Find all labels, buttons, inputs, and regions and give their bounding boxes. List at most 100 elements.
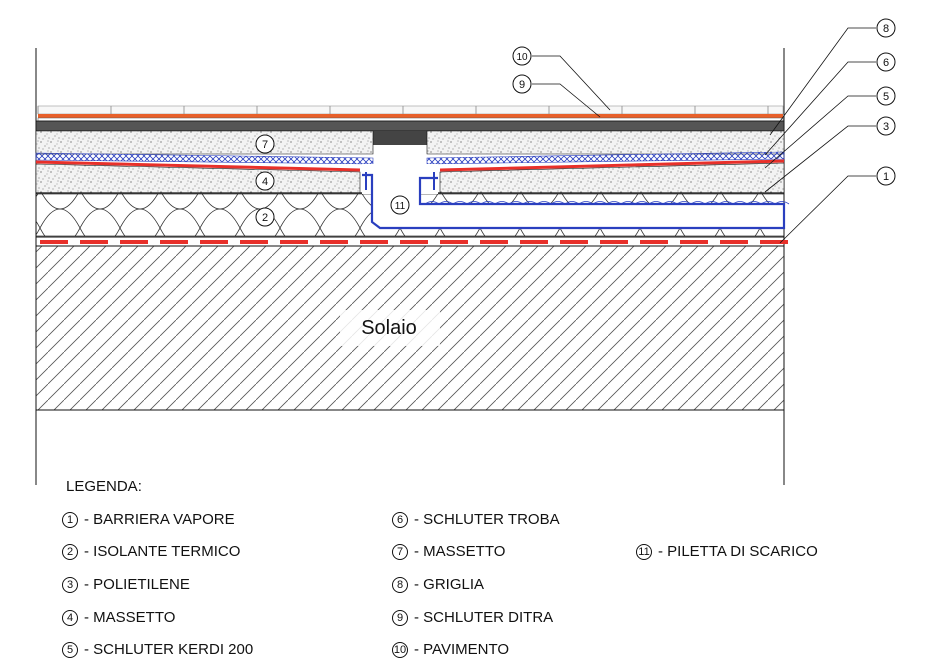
legend-number: 7 (392, 543, 408, 560)
legend-title: LEGENDA: (66, 478, 142, 495)
svg-text:10: 10 (516, 52, 528, 63)
legend-item-1: 1 - BARRIERA VAPORE (62, 511, 235, 528)
svg-text:6: 6 (883, 57, 889, 69)
vapor-barrier-dash (360, 240, 388, 244)
troba-mat (35, 151, 785, 165)
legend-text: - POLIETILENE (84, 576, 190, 593)
vapor-barrier-dash (440, 240, 468, 244)
kerdi-membrane (35, 159, 785, 172)
legend-text: - GRIGLIA (414, 576, 485, 593)
pipe-rib (578, 201, 594, 205)
pipe-rib (676, 201, 692, 205)
vapor-barrier-dash (40, 240, 68, 244)
legend-item-8: 8 - GRIGLIA (392, 576, 484, 593)
legend-text: - SCHLUTER TROBA (414, 511, 560, 528)
legend-number: 9 (392, 609, 408, 626)
vapor-barrier-dash (640, 240, 668, 244)
pipe-rib (746, 201, 762, 205)
callout-3: 3 (876, 116, 896, 136)
vapor-barrier-dash (240, 240, 268, 244)
legend-number: 10 (392, 641, 408, 658)
vapor-barrier-dash (160, 240, 188, 244)
legend-number: 2 (62, 543, 78, 560)
pipe-rib (564, 201, 580, 205)
legend-text: - MASSETTO (84, 609, 176, 626)
callout-2: 2 (255, 207, 275, 227)
callout-11: 11 (390, 195, 410, 215)
callout-1: 1 (876, 166, 896, 186)
callout-8: 8 (876, 18, 896, 38)
leader-lines (532, 27, 876, 244)
callout-9: 9 (512, 74, 532, 94)
callout-10: 10 (512, 46, 532, 66)
vapor-barrier-dash (520, 240, 548, 244)
legend-item-3: 3 - POLIETILENE (62, 576, 190, 593)
pipe-rib (648, 201, 664, 205)
pipe-rib (690, 201, 706, 205)
slab-label: Solaio (361, 317, 417, 339)
vapor-barrier-dash (720, 240, 748, 244)
pipe-rib (606, 201, 622, 205)
pipe-rib (774, 201, 790, 205)
legend-number: 8 (392, 576, 408, 593)
legend-item-7: 7 - MASSETTO (392, 543, 505, 560)
callout-5: 5 (876, 86, 896, 106)
callout-6: 6 (876, 52, 896, 72)
vapor-barrier (36, 236, 788, 247)
drain-grill (373, 131, 427, 145)
pipe-rib (438, 201, 454, 205)
pipe-rib (424, 201, 440, 205)
pipe-rib (718, 201, 734, 205)
callout-4: 4 (255, 171, 275, 191)
legend-number: 11 (636, 543, 652, 560)
legend-item-6: 6 - SCHLUTER TROBA (392, 511, 560, 528)
pipe-rib (494, 201, 510, 205)
lower-screed (35, 162, 785, 194)
vapor-barrier-dash (200, 240, 228, 244)
tile-layer (37, 105, 784, 122)
pipe-rib (508, 201, 524, 205)
legend-text: - MASSETTO (414, 543, 506, 560)
vapor-barrier-dash (480, 240, 508, 244)
vapor-barrier-dash (760, 240, 788, 244)
drain-body (362, 164, 790, 230)
svg-text:3: 3 (883, 121, 889, 133)
svg-text:5: 5 (883, 91, 889, 103)
vapor-barrier-dash (320, 240, 348, 244)
pipe-rib (452, 201, 468, 205)
legend-text: - PILETTA DI SCARICO (658, 543, 818, 560)
legend-number: 4 (62, 609, 78, 626)
legend-item-5: 5 - SCHLUTER KERDI 200 (62, 641, 253, 658)
pipe-rib (732, 201, 748, 205)
svg-text:2: 2 (262, 212, 268, 224)
legend-item-9: 9 - SCHLUTER DITRA (392, 609, 553, 626)
pipe-rib (760, 201, 776, 205)
pipe-rib (662, 201, 678, 205)
vapor-barrier-dash (600, 240, 628, 244)
legend-text: - BARRIERA VAPORE (84, 511, 235, 528)
legend-item-11: 11 - PILETTA DI SCARICO (636, 543, 818, 560)
pipe-rib (480, 201, 496, 205)
svg-text:1: 1 (883, 171, 889, 183)
vapor-barrier-dash (80, 240, 108, 244)
vapor-barrier-dash (560, 240, 588, 244)
legend-number: 3 (62, 576, 78, 593)
legend-item-4: 4 - MASSETTO (62, 609, 175, 626)
ditra-band (35, 120, 785, 132)
pipe-rib (466, 201, 482, 205)
legend-text: - ISOLANTE TERMICO (84, 543, 241, 560)
vapor-barrier-dash (400, 240, 428, 244)
vapor-barrier-dash (680, 240, 708, 244)
legend-text: - SCHLUTER DITRA (414, 609, 554, 626)
svg-text:8: 8 (883, 23, 889, 35)
legend-item-10: 10 - PAVIMENTO (392, 641, 509, 658)
vapor-barrier-dash (280, 240, 308, 244)
pipe-rib (592, 201, 608, 205)
legend-text: - PAVIMENTO (414, 641, 510, 658)
upper-screed (35, 130, 785, 155)
legend-item-2: 2 - ISOLANTE TERMICO (62, 543, 240, 560)
pipe-rib (522, 201, 538, 205)
pipe-rib (634, 201, 650, 205)
legend-number: 1 (62, 511, 78, 528)
